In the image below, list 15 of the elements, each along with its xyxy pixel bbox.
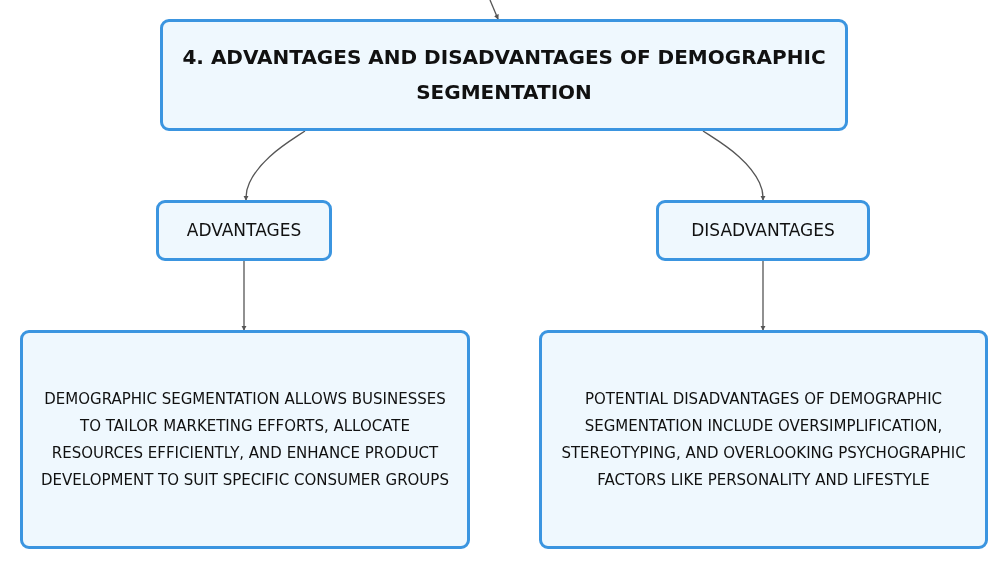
connector-arrow (760, 260, 766, 331)
topic-text: POTENTIAL DISADVANTAGES OF DEMOGRAPHIC SEGMENTATION INCLUDE OVERSIMPLIFICATION, STEREOTYPING, AND OVERLOOKING PSYCHOGRAPHIC FACTORS LIKE PERSONALITY AND LIFESTYLE (560, 388, 967, 491)
topic-box (539, 330, 988, 549)
connector-arrow (241, 260, 247, 331)
topic-text: DEMOGRAPHIC SEGMENTATION ALLOWS BUSINESSES TO TAILOR MARKETING EFFORTS, ALLOCATE RESOURCES EFFICIENTLY, AND ENHANCE PRODUCT DEVELOPMENT TO SUIT SPECIFIC CONSUMER GROUPS (40, 388, 450, 491)
connector-arrow (243, 130, 306, 201)
topic-box (656, 200, 870, 261)
topic-box (20, 330, 470, 549)
topic-text: DISADVANTAGES (691, 219, 835, 242)
connector-arrow (702, 130, 766, 201)
connector-arrow (489, 0, 499, 20)
topic-text: ADVANTAGES (186, 219, 302, 242)
topic-box (156, 200, 332, 261)
topic-box (160, 19, 848, 131)
topic-text: 4. ADVANTAGES AND DISADVANTAGES OF DEMOGRAPHIC SEGMENTATION (181, 44, 827, 106)
